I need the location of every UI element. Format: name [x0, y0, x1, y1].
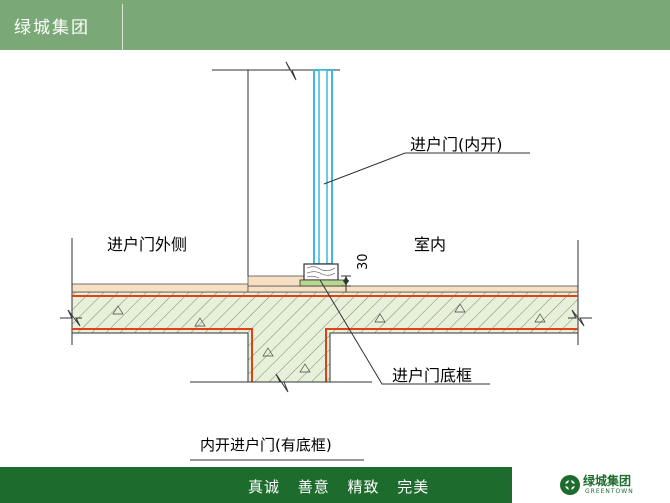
header-bar: 绿城集团	[0, 0, 670, 50]
door-label: 进户门(内开)	[410, 135, 503, 154]
break-top	[212, 61, 340, 81]
threshold-step	[247, 275, 307, 287]
dimension-label: 30	[356, 253, 371, 270]
brand-title: 绿城集团	[14, 18, 90, 38]
door-section-drawing	[60, 61, 592, 461]
footer-logo-text: 绿城集团	[583, 474, 632, 488]
frame-label: 进户门底框	[392, 366, 473, 385]
bottom-frame	[303, 263, 339, 281]
outside-label: 进户门外侧	[107, 235, 188, 254]
outside-screed	[71, 283, 249, 293]
frame-leader	[319, 279, 490, 385]
footer-logo-panel	[512, 467, 670, 503]
door-glass-inner	[318, 69, 328, 265]
caption: 内开进户门(有底框)	[200, 436, 332, 454]
footer-slogan: 真诚 善意 精致 完美	[248, 478, 430, 496]
inside-label: 室内	[414, 235, 447, 254]
break-right	[568, 309, 592, 327]
break-left	[60, 309, 82, 327]
break-bottom	[190, 373, 372, 393]
header-divider	[122, 4, 123, 50]
footer-bar: 真诚 善意 精致 完美 绿城集团 GREENTOWN	[0, 467, 670, 503]
door-leader	[323, 152, 530, 185]
greentown-logo-icon	[560, 475, 580, 495]
inside-screed	[247, 285, 579, 293]
footer-logo-sub: GREENTOWN	[585, 488, 634, 495]
rebar-bottom-right	[325, 328, 578, 382]
rebar-bottom	[72, 328, 253, 382]
